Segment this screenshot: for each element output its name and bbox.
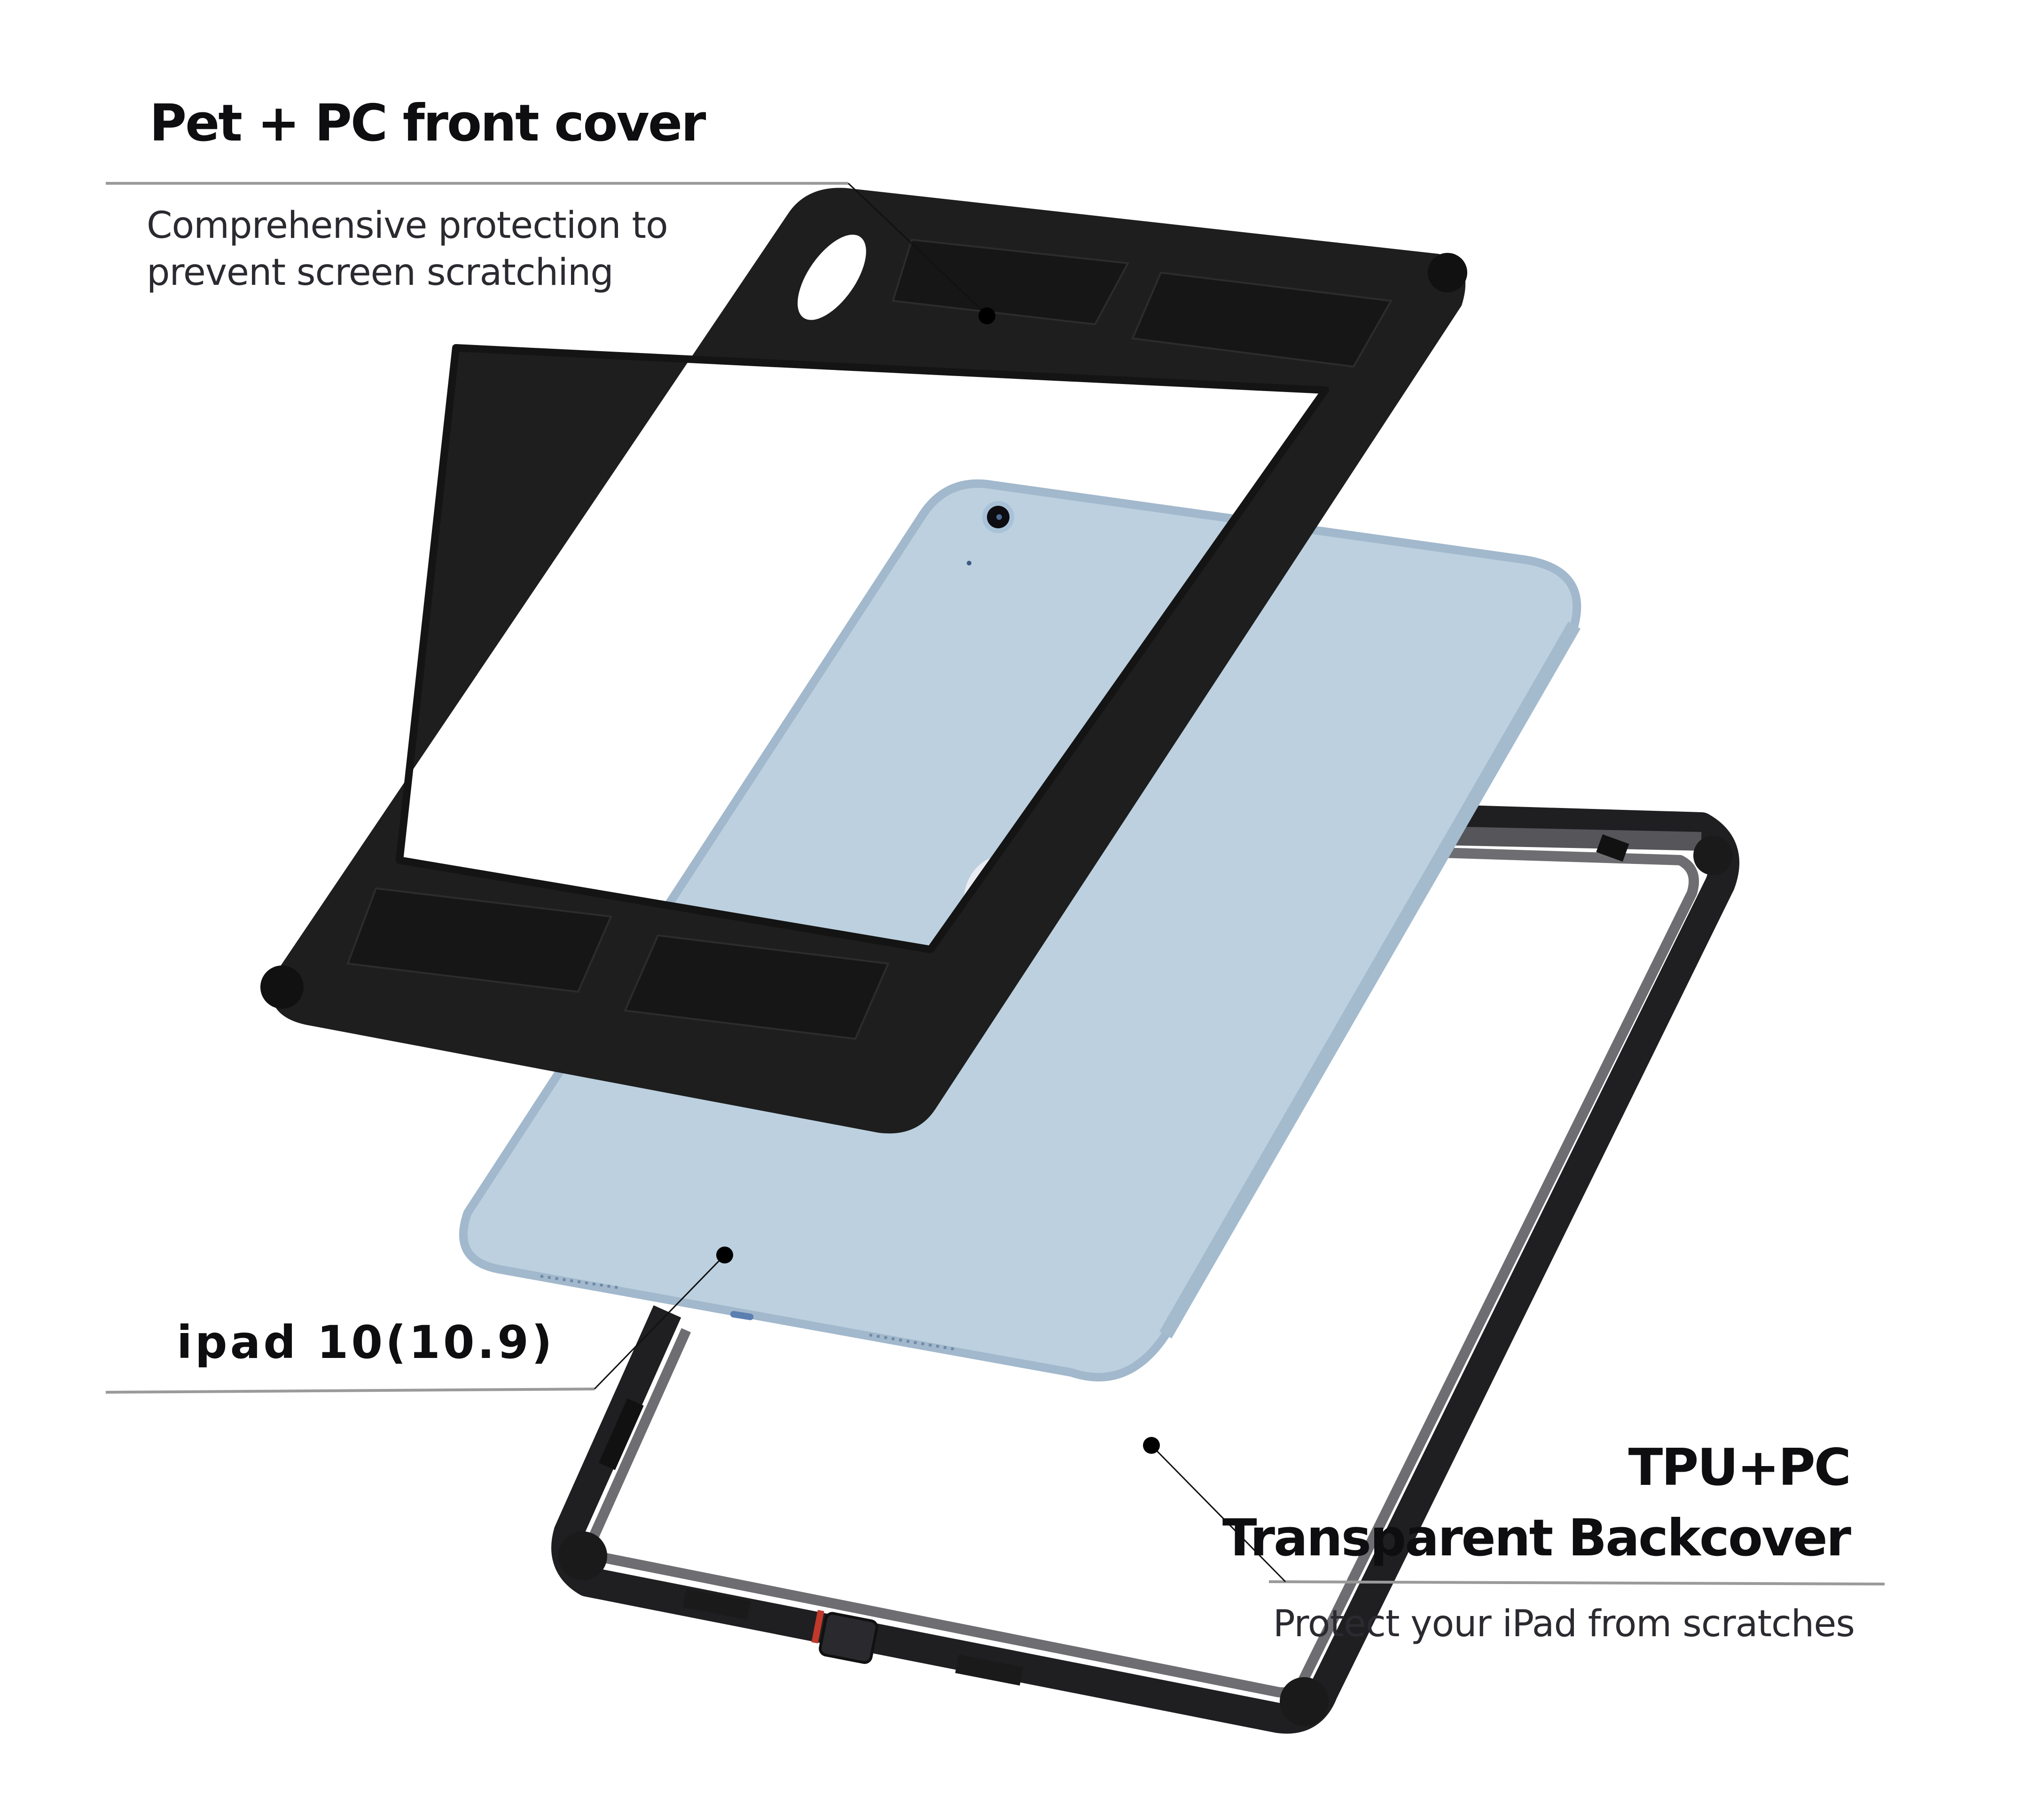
front-cover — [260, 188, 1467, 1134]
callout-front — [106, 182, 995, 324]
front-cover-description: Comprehensive protection to prevent scre… — [147, 202, 668, 296]
back-cover-title: Transparent Backcover — [1222, 1509, 1851, 1568]
callout-back — [1143, 1437, 1885, 1585]
front-cover-description-line-1: Comprehensive protection to — [147, 204, 668, 247]
ipad-model-label: ipad 10(10.9) — [177, 1316, 555, 1369]
back-cover-description: Protect your iPad from scratches — [1273, 1603, 1855, 1645]
back-cover-material-title: TPU+PC — [1628, 1438, 1851, 1497]
callout-ipad — [105, 1247, 733, 1394]
front-cover-description-line-2: prevent screen scratching — [147, 251, 614, 294]
front-cover-title: Pet + PC front cover — [149, 94, 706, 153]
